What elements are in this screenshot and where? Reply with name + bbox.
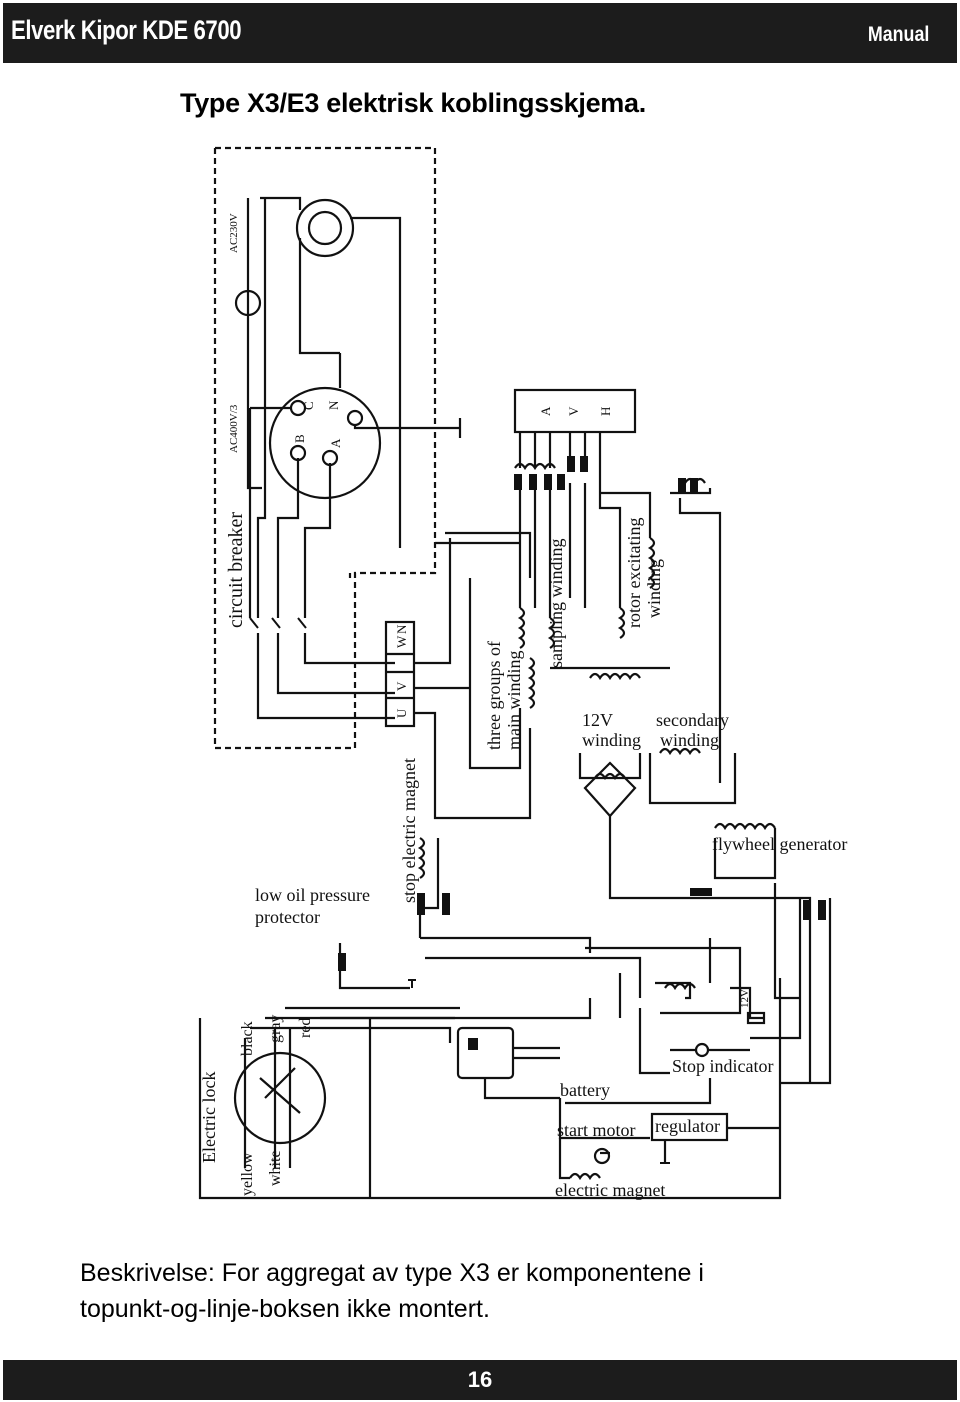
page-number: 16: [467, 1367, 493, 1392]
label-pin-c: C: [301, 401, 316, 410]
page-title: Type X3/E3 elektrisk koblingsskjema.: [180, 88, 646, 118]
label-main-1: three groups of: [484, 641, 504, 750]
caption-line-2: topunkt-og-linje-boksen ikke montert.: [80, 1295, 490, 1323]
page-footer: 16: [3, 1360, 957, 1400]
label-pin-a: A: [328, 438, 343, 448]
label-start-motor: start motor: [557, 1120, 636, 1140]
label-battery: battery: [560, 1080, 610, 1100]
label-rotor: rotor excitating: [624, 518, 644, 628]
caption: Beskrivelse: For aggregat av type X3 er …: [80, 1255, 880, 1327]
label-terminal-n: N: [394, 624, 409, 634]
label-white: white: [267, 1150, 284, 1186]
label-circuit-breaker: circuit breaker: [225, 512, 247, 628]
label-ac400v: AC400V/3: [228, 404, 240, 453]
label-yellow: yellow: [239, 1152, 256, 1196]
label-12v: 12V: [582, 710, 613, 730]
caption-line-1: Beskrivelse: For aggregat av type X3 er …: [80, 1259, 704, 1287]
label-secondary: secondary: [656, 710, 729, 730]
label-secondary-2: winding: [660, 730, 719, 750]
label-12v-2: winding: [582, 730, 641, 750]
label-terminal-v: V: [394, 681, 409, 691]
label-electric-magnet: electric magnet: [555, 1180, 665, 1200]
page-header: Elverk Kipor KDE 6700 Manual: [3, 3, 957, 63]
label-terminal-w: W: [394, 635, 409, 648]
wiring-diagram: AC230V AC400V/3 circuit breaker B C N A …: [198, 146, 847, 1200]
label-regulator: regulator: [655, 1116, 720, 1136]
label-pin-n: N: [326, 400, 341, 410]
section-label: Manual: [867, 23, 929, 46]
label-sampling: sampling winding: [546, 539, 566, 669]
label-pin-b: B: [292, 434, 307, 443]
label-ac230v: AC230V: [228, 213, 240, 253]
label-avr-v: V: [566, 406, 581, 416]
label-12v-small: 12V: [739, 989, 751, 1008]
document-title: Elverk Kipor KDE 6700: [11, 15, 242, 45]
label-main-2: main winding: [504, 651, 524, 751]
label-gray: gray: [267, 1015, 284, 1043]
label-terminal-u: U: [394, 708, 409, 718]
label-avr-h: H: [598, 407, 613, 416]
label-electric-lock: Electric lock: [199, 1072, 219, 1163]
label-protector: protector: [255, 907, 320, 927]
label-red: red: [297, 1018, 314, 1038]
label-rotor-2: winding: [644, 559, 664, 618]
label-stop-magnet: stop electric magnet: [399, 758, 419, 903]
label-black: black: [239, 1021, 256, 1056]
label-stop-indicator: Stop indicator: [672, 1056, 774, 1076]
label-low-oil: low oil pressure: [255, 885, 370, 905]
label-flywheel: flywheel generator: [712, 834, 847, 854]
label-avr-a: A: [538, 406, 553, 416]
